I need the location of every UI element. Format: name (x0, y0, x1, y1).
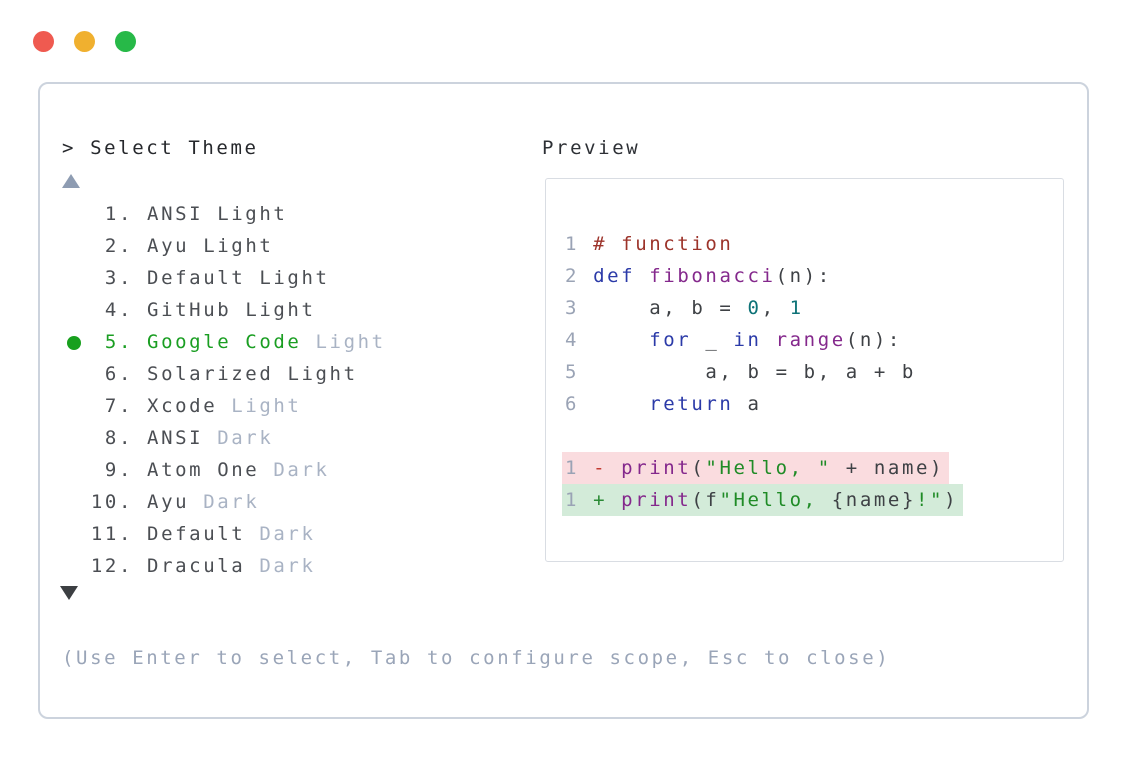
theme-item-variant: Light (287, 363, 358, 385)
preview-box: 1 # function 2 def fibonacci(n): 3 a, b = … (545, 178, 1064, 562)
scroll-up-icon[interactable] (62, 174, 80, 188)
theme-item-number: 8. (104, 427, 133, 449)
selected-dot-icon (67, 336, 81, 350)
theme-item-number: 7. (104, 395, 133, 417)
theme-item[interactable]: 7. Xcode Light (62, 390, 386, 422)
theme-item-variant: Light (259, 267, 330, 289)
page-title: > Select Theme (62, 137, 259, 159)
window-controls (33, 31, 136, 52)
close-button[interactable] (33, 31, 54, 52)
theme-item-name: Ayu (133, 235, 204, 257)
theme-item-variant: Dark (203, 491, 260, 513)
scroll-down-icon[interactable] (60, 586, 78, 600)
theme-item-name: Atom One (133, 459, 274, 481)
theme-item-variant: Light (245, 299, 316, 321)
theme-item-variant: Dark (259, 523, 316, 545)
theme-item-variant: Light (315, 331, 386, 353)
theme-item[interactable]: 8. ANSI Dark (62, 422, 386, 454)
theme-item[interactable]: 11. Default Dark (62, 518, 386, 550)
code-line (565, 420, 963, 452)
theme-item-number: 4. (104, 299, 133, 321)
theme-item-name: Google Code (133, 331, 316, 353)
theme-item-name: Default (133, 523, 260, 545)
theme-item[interactable]: 10. Ayu Dark (62, 486, 386, 518)
theme-item-variant: Dark (273, 459, 330, 481)
code-line: 5 a, b = b, a + b (565, 361, 916, 383)
theme-item[interactable]: 2. Ayu Light (62, 230, 386, 262)
theme-item-name: GitHub (133, 299, 246, 321)
preview-title: Preview (542, 137, 641, 159)
theme-item-number: 5. (104, 331, 133, 353)
theme-item-number: 12. (90, 555, 133, 577)
diff-line-added: 1 + print(f"Hello, {name}!") (562, 484, 964, 516)
theme-item-number: 1. (104, 203, 133, 225)
theme-item-name: Dracula (133, 555, 260, 577)
theme-item-variant: Light (217, 203, 288, 225)
theme-item-name: ANSI (133, 203, 218, 225)
code-line: 1 # function (565, 233, 734, 255)
theme-item-number: 2. (104, 235, 133, 257)
theme-item-name: ANSI (133, 427, 218, 449)
code-line: 2 def fibonacci(n): (565, 265, 832, 287)
theme-item[interactable]: 12. Dracula Dark (62, 550, 386, 582)
theme-item-name: Ayu (133, 491, 204, 513)
theme-item-variant: Light (231, 395, 302, 417)
code-line: 4 for _ in range(n): (565, 329, 902, 351)
theme-item[interactable]: 5. Google Code Light (62, 326, 386, 358)
theme-item[interactable]: 1. ANSI Light (62, 198, 386, 230)
theme-item[interactable]: 3. Default Light (62, 262, 386, 294)
theme-item-number: 9. (104, 459, 133, 481)
theme-item-number: 11. (90, 523, 133, 545)
hint-text: (Use Enter to select, Tab to configure s… (62, 647, 891, 669)
theme-item-variant: Dark (217, 427, 274, 449)
theme-item-name: Default (133, 267, 260, 289)
code-line: 6 return a (565, 393, 762, 415)
theme-item-name: Solarized (133, 363, 288, 385)
zoom-button[interactable] (115, 31, 136, 52)
theme-item[interactable]: 9. Atom One Dark (62, 454, 386, 486)
theme-item-number: 10. (90, 491, 133, 513)
theme-item[interactable]: 6. Solarized Light (62, 358, 386, 390)
theme-item-name: Xcode (133, 395, 232, 417)
theme-item-variant: Light (203, 235, 274, 257)
code-preview: 1 # function 2 def fibonacci(n): 3 a, b = … (562, 228, 964, 516)
theme-item-variant: Dark (259, 555, 316, 577)
code-line: 3 a, b = 0, 1 (565, 297, 804, 319)
minimize-button[interactable] (74, 31, 95, 52)
theme-item-number: 6. (104, 363, 133, 385)
diff-line-removed: 1 - print("Hello, " + name) (562, 452, 963, 484)
theme-item[interactable]: 4. GitHub Light (62, 294, 386, 326)
theme-item-number: 3. (104, 267, 133, 289)
